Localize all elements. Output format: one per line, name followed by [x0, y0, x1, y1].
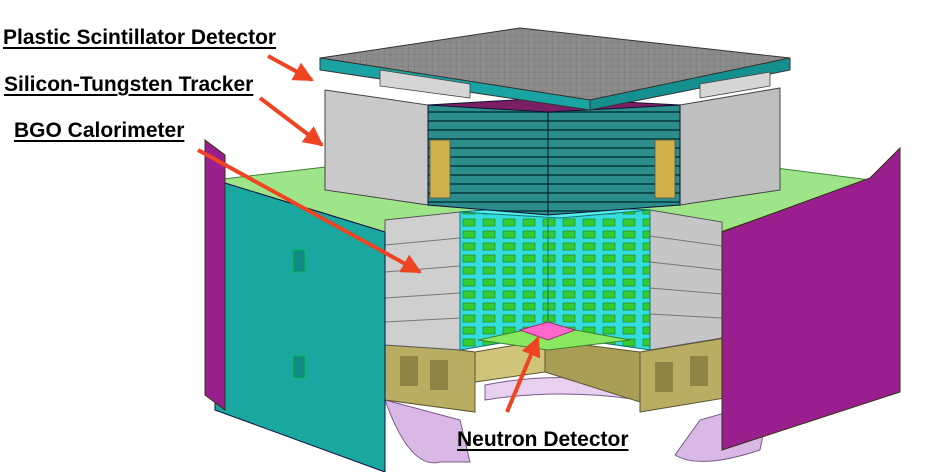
right-side-panel: [721, 146, 901, 451]
bgo-side-panels: [384, 209, 723, 351]
label-silicon-tungsten-tracker: Silicon-Tungsten Tracker: [4, 73, 254, 96]
label-plastic-scintillator-detector: Plastic Scintillator Detector: [3, 26, 277, 49]
support-structure: [384, 337, 726, 413]
arrow-bgo: [197, 148, 422, 274]
arrow-tracker: [258, 96, 324, 147]
tracker-body: [324, 87, 781, 216]
arrow-neutron: [505, 336, 541, 413]
arrow-plastic: [267, 54, 314, 82]
label-neutron-detector: Neutron Detector: [457, 428, 629, 451]
left-side-panel: [204, 139, 386, 472]
label-bgo-calorimeter: BGO Calorimeter: [14, 119, 185, 142]
callout-arrows: [197, 54, 541, 413]
psd-top-plate: [319, 27, 791, 111]
